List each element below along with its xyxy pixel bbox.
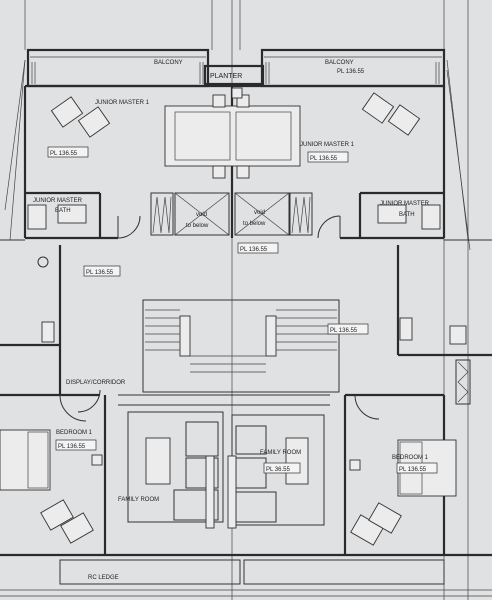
level-corridor-right: PL 136.55 bbox=[330, 328, 358, 334]
label-display-corridor: DISPLAY/CORRIDOR bbox=[66, 380, 126, 386]
double-bed bbox=[164, 94, 301, 179]
label-jm-bath-right-1: JUNIOR MASTER bbox=[380, 201, 430, 207]
edge-diagonals bbox=[4, 59, 471, 251]
label-jm-bath-left-1: JUNIOR MASTER bbox=[33, 198, 83, 204]
outer-walls bbox=[0, 84, 492, 585]
staircase bbox=[142, 299, 340, 393]
label-void-left-1: void bbox=[196, 212, 207, 218]
void-openings bbox=[150, 192, 313, 236]
level-jm-right: PL 136.55 bbox=[310, 156, 338, 162]
planter-box bbox=[203, 64, 265, 86]
label-jm-bath-right-2: BATH bbox=[399, 212, 415, 218]
label-junior-master-right: JUNIOR MASTER 1 bbox=[300, 142, 355, 148]
label-void-left-2: to below bbox=[186, 223, 209, 229]
label-bedroom-left: BEDROOM 1 bbox=[56, 430, 93, 436]
level-center: PL 136.55 bbox=[240, 247, 268, 253]
label-planter: PLANTER bbox=[210, 73, 242, 80]
label-family-room-left: FAMILY ROOM bbox=[118, 497, 159, 503]
chairs-top bbox=[50, 92, 421, 138]
label-balcony-right: BALCONY bbox=[325, 60, 354, 66]
level-tags: PL 136.55 PL 136.55 PL 136.55 PL 136.55 … bbox=[47, 146, 438, 474]
label-balcony-left: BALCONY bbox=[154, 60, 183, 66]
label-bedroom-right: BEDROOM 1 bbox=[392, 455, 429, 461]
label-jm-bath-left-2: BATH bbox=[55, 208, 71, 214]
label-junior-master-left: JUNIOR MASTER 1 bbox=[95, 100, 150, 106]
mid-fixtures bbox=[41, 317, 471, 405]
small-fixtures bbox=[91, 87, 361, 471]
level-bedroom-left: PL 136.55 bbox=[58, 444, 86, 450]
label-family-room-right: FAMILY ROOM bbox=[260, 450, 301, 456]
level-jm-left: PL 136.55 bbox=[50, 151, 78, 157]
label-void-right-1: void bbox=[254, 210, 265, 216]
door-swings bbox=[59, 215, 380, 422]
level-bedroom-right: PL 136.55 bbox=[399, 467, 427, 473]
level-family-right: PL 36.55 bbox=[266, 467, 290, 473]
level-corridor-left: PL 136.55 bbox=[86, 270, 114, 276]
label-void-right-2: to below bbox=[243, 221, 266, 227]
room-labels: BALCONY BALCONY PL 136.55 PLANTER JUNIOR… bbox=[33, 60, 430, 581]
bath-fixtures bbox=[27, 204, 441, 268]
label-balcony-right-level: PL 136.55 bbox=[337, 69, 365, 75]
label-rc-ledge: RC LEDGE bbox=[88, 575, 119, 581]
